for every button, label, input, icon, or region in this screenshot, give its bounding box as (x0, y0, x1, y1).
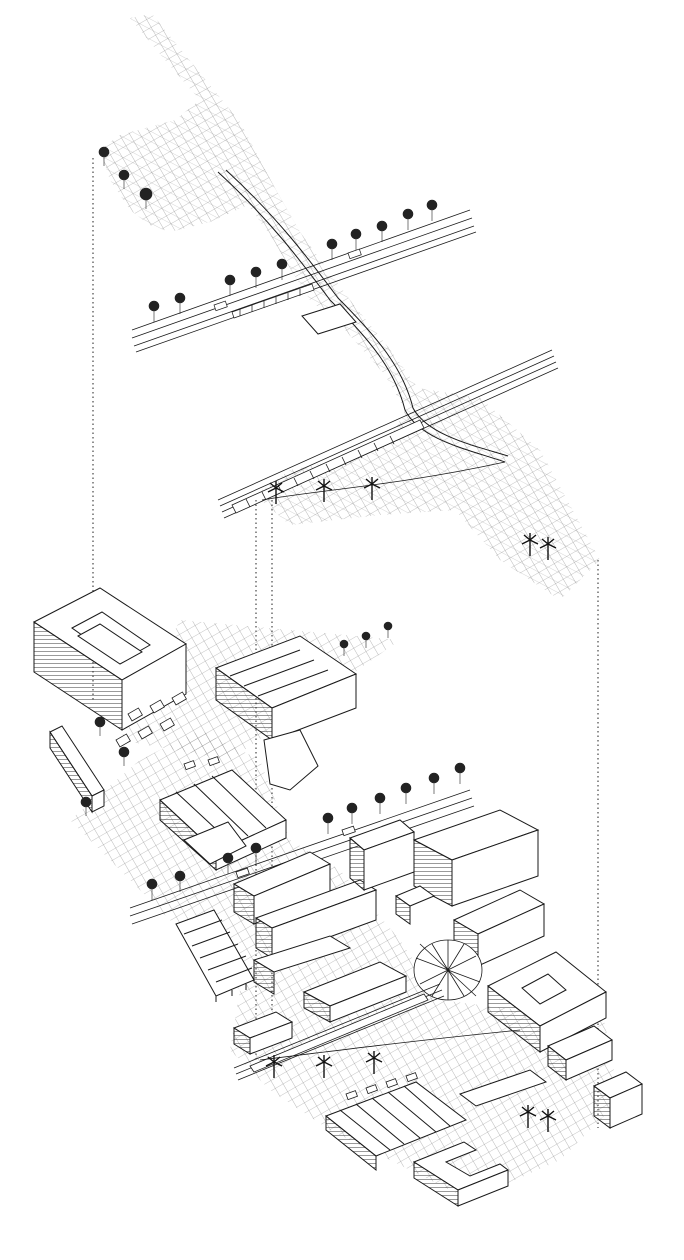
courtyard-block-left (33, 587, 187, 731)
sawtooth-halls-bottom (325, 1069, 548, 1172)
slab-right (547, 1025, 643, 1129)
pedestrian-bridge (217, 169, 509, 463)
street-trees-lower (80, 621, 466, 900)
upper-public-space (100, 14, 600, 600)
long-hall (302, 961, 408, 1023)
geodesic-dome (413, 939, 483, 1001)
upper-layer (98, 14, 600, 600)
palm-trees-upper (267, 477, 557, 560)
l-shaped-block (412, 1141, 510, 1207)
rail-side-buildings (232, 1011, 294, 1055)
courtyard-block-right (487, 951, 607, 1054)
parked-cars-lot (115, 691, 220, 771)
lower-layer (33, 587, 643, 1207)
street-trees-upper (98, 146, 438, 322)
parked-cars-bottom (345, 1072, 418, 1101)
slab-left (49, 725, 105, 814)
palm-trees-lower (265, 1051, 557, 1132)
sawtooth-hall-lower (175, 909, 352, 1002)
building-cluster-center (232, 809, 546, 967)
upper-tram (213, 248, 362, 319)
sawtooth-halls-upper (214, 635, 358, 791)
lower-rail (233, 983, 521, 1081)
